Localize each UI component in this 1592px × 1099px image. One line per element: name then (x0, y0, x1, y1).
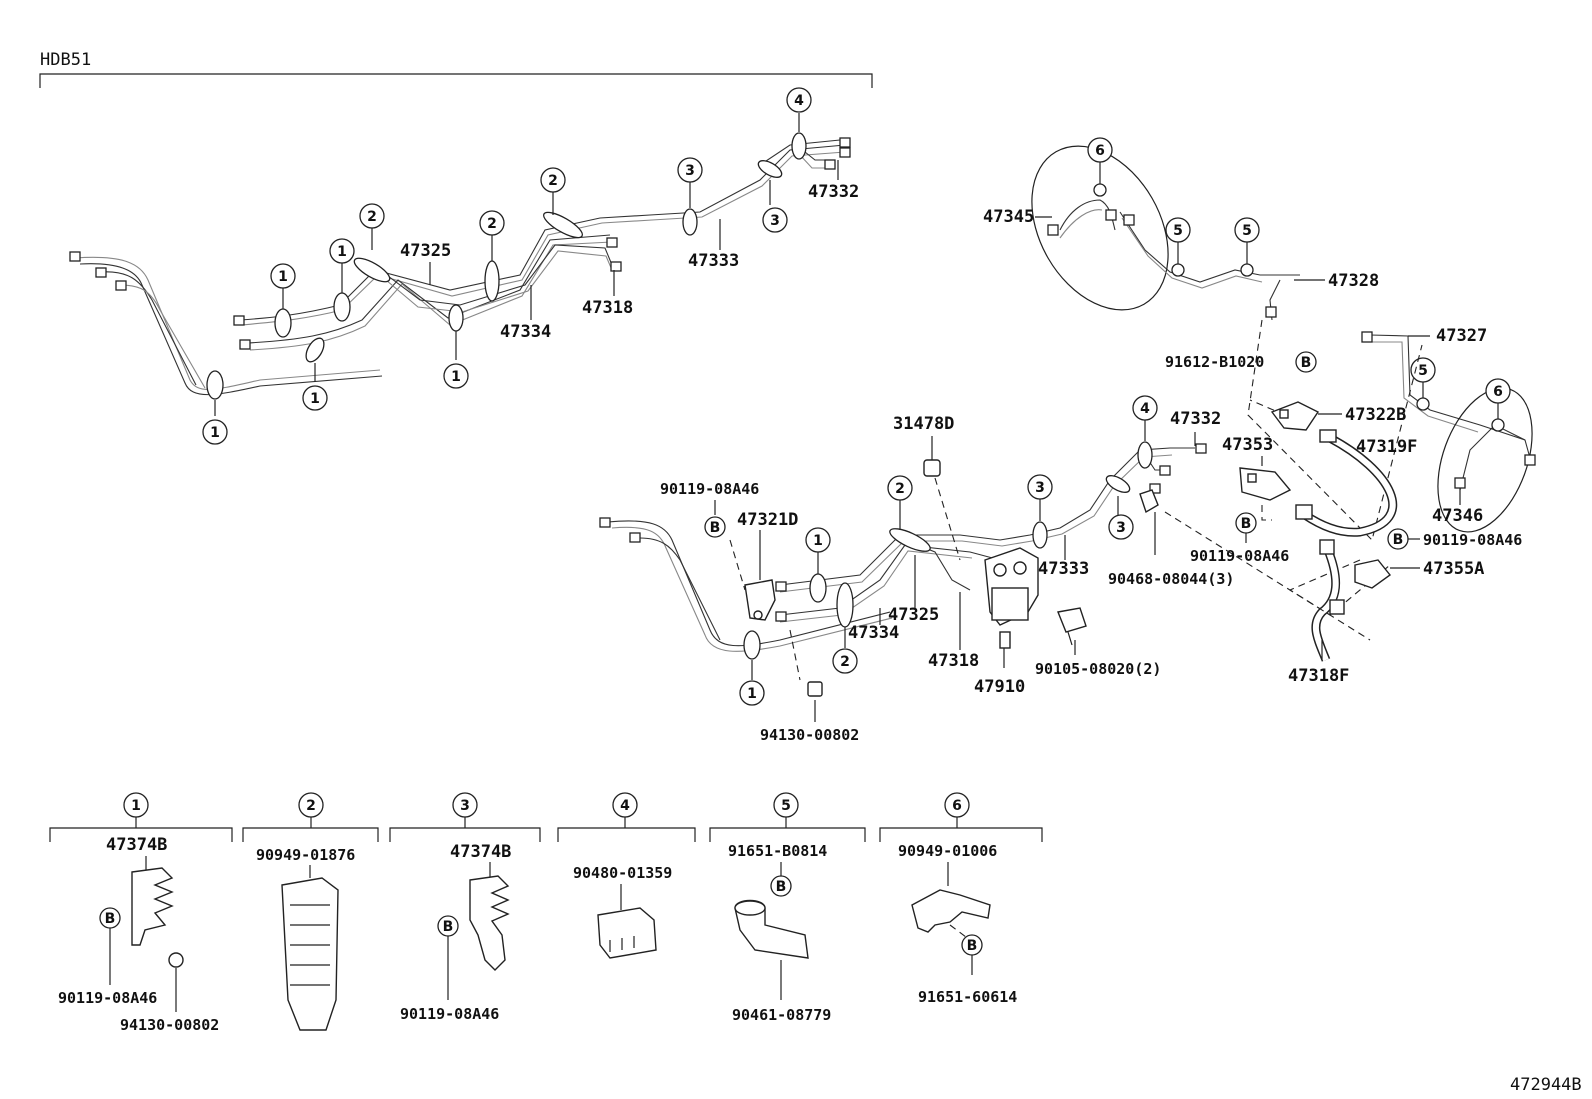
legend-number: 5 (781, 798, 791, 814)
clip-marker: 1 (747, 686, 757, 702)
clip-marker: 2 (895, 481, 905, 497)
clip-marker: 1 (337, 244, 347, 260)
clip-marker: 3 (1116, 520, 1126, 536)
legend-clip-6: 6 90949-01006 B 91651-60614 (879, 792, 1043, 1006)
bolt-marker: B (443, 919, 454, 935)
legend-clip-1: 1 47374B B 90119-08A46 94130-00802 (49, 792, 233, 1034)
model-label: HDB51 (40, 50, 91, 70)
legend-number: 6 (952, 798, 962, 814)
legend-sub: 90119-08A46 (58, 989, 157, 1007)
clip-marker: 2 (548, 173, 558, 189)
legend-sub: 90119-08A46 (400, 1005, 499, 1023)
bolt-marker: B (1241, 516, 1252, 532)
legend-sub: 94130-00802 (120, 1016, 219, 1034)
part-label: 47322B (1345, 405, 1406, 425)
part-label: 47328 (1328, 271, 1379, 291)
bolt-marker: B (776, 879, 787, 895)
part-label: 47319F (1356, 437, 1417, 457)
clip-marker: 1 (310, 391, 320, 407)
bolt-marker: B (1393, 532, 1404, 548)
part-label: 90105-08020(2) (1035, 660, 1161, 678)
upper-brake-line-assembly: 1 1 1 1 1 2 2 2 3 3 4 47325 47334 47318 … (69, 87, 859, 445)
part-label: 91612-B1020 (1165, 353, 1264, 371)
part-label: 47355A (1423, 559, 1484, 579)
clip-marker: 2 (367, 209, 377, 225)
part-label: 47318 (582, 298, 633, 318)
legend-part: 47374B (450, 842, 511, 862)
clip-marker: 3 (1035, 480, 1045, 496)
legend-number: 1 (131, 798, 141, 814)
part-label: 90119-08A46 (1423, 531, 1522, 549)
clip-marker: 6 (1095, 143, 1105, 159)
clip-marker: 3 (685, 163, 695, 179)
part-label: 47334 (500, 322, 551, 342)
clip-marker: 1 (451, 369, 461, 385)
clip-legend: 1 47374B B 90119-08A46 94130-00802 2 909… (49, 792, 1043, 1034)
clip-marker: 1 (278, 269, 288, 285)
legend-part: 91651-B0814 (728, 842, 827, 860)
part-label: 47318 (928, 651, 979, 671)
part-label: 47345 (983, 207, 1034, 227)
legend-number: 3 (460, 798, 470, 814)
legend-part: 90480-01359 (573, 864, 672, 882)
legend-part: 90949-01006 (898, 842, 997, 860)
part-label: 47325 (400, 241, 451, 261)
clip-marker: 2 (840, 654, 850, 670)
legend-clip-5: 5 91651-B0814 B 90461-08779 (709, 792, 866, 1024)
legend-sub: 90461-08779 (732, 1006, 831, 1024)
clip-marker: 1 (813, 533, 823, 549)
part-label: 47332 (1170, 409, 1221, 429)
clip-marker: 6 (1493, 384, 1503, 400)
part-label: 47332 (808, 182, 859, 202)
legend-clip-4: 4 90480-01359 (557, 792, 696, 959)
legend-number: 4 (620, 798, 630, 814)
part-label: 47333 (688, 251, 739, 271)
clip-marker: 4 (794, 93, 804, 109)
part-label: 47910 (974, 677, 1025, 697)
legend-number: 2 (306, 798, 316, 814)
clip-marker: 1 (210, 425, 220, 441)
clip-marker: 4 (1140, 401, 1150, 417)
bolt-marker: B (967, 938, 978, 954)
part-label: 90468-08044(3) (1108, 570, 1234, 588)
clip-marker: 5 (1173, 223, 1183, 239)
clip-marker: 5 (1242, 223, 1252, 239)
model-bracket (39, 73, 873, 88)
part-label: 47346 (1432, 506, 1483, 526)
part-label: 47334 (848, 623, 899, 643)
part-label: 47325 (888, 605, 939, 625)
middle-brake-line-assembly: 1 1 2 2 3 3 4 47332 31478D 47910 47318 4… (599, 395, 1371, 744)
part-label: 31478D (893, 414, 954, 434)
part-label: 47333 (1038, 559, 1089, 579)
legend-clip-3: 3 47374B B 90119-08A46 (389, 792, 541, 1023)
part-label: 94130-00802 (760, 726, 859, 744)
right-brake-hose-assembly: 6 5 5 47345 47328 47327 5 6 47346 91612-… (983, 137, 1536, 686)
clip-marker: 3 (770, 213, 780, 229)
legend-clip-2: 2 90949-01876 (242, 792, 379, 1031)
bolt-marker: B (710, 520, 721, 536)
part-label: 90119-08A46 (660, 480, 759, 498)
clip-marker: 2 (487, 216, 497, 232)
part-label: 90119-08A46 (1190, 547, 1289, 565)
part-label: 47353 (1222, 435, 1273, 455)
part-label: 47327 (1436, 326, 1487, 346)
legend-sub: 91651-60614 (918, 988, 1017, 1006)
bolt-marker: B (105, 911, 116, 927)
clip-marker: 5 (1418, 363, 1428, 379)
legend-part: 47374B (106, 835, 167, 855)
legend-part: 90949-01876 (256, 846, 355, 864)
bolt-marker: B (1301, 355, 1312, 371)
part-label: 47318F (1288, 666, 1349, 686)
figure-id: 472944B (1510, 1075, 1582, 1095)
part-label: 47321D (737, 510, 798, 530)
